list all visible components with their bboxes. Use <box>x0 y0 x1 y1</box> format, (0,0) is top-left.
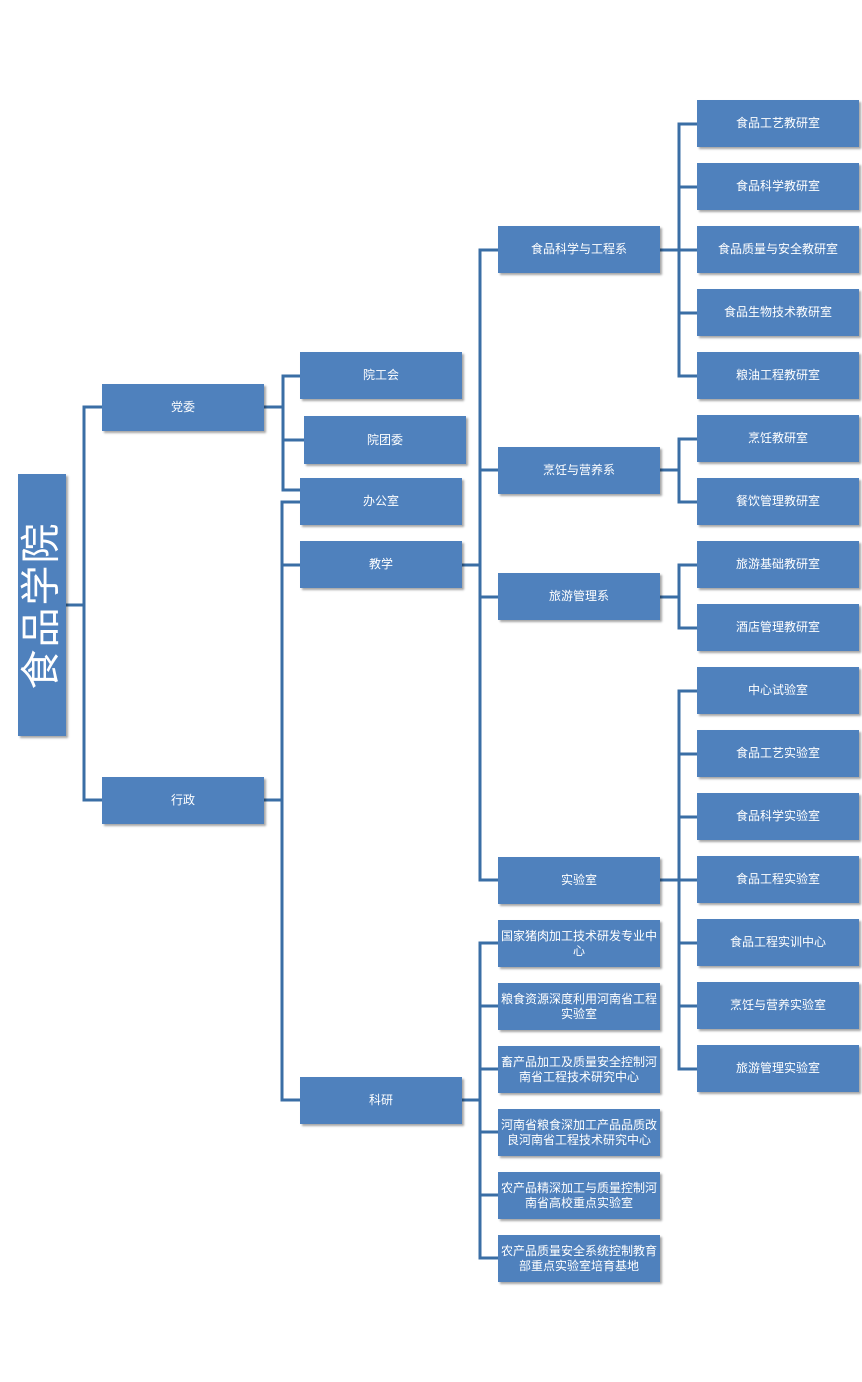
lab-room: 食品工程实验室 <box>697 856 859 903</box>
office-node: 办公室 <box>300 478 462 525</box>
lab-room: 食品工程实训中心 <box>697 919 859 966</box>
research-center: 农产品精深加工与质量控制河南省高校重点实验室 <box>498 1172 660 1219</box>
union-node: 院工会 <box>300 352 462 399</box>
research-center: 粮食资源深度利用河南省工程实验室 <box>498 983 660 1030</box>
lab-room: 烹饪与营养实验室 <box>697 982 859 1029</box>
research-node: 科研 <box>300 1077 462 1124</box>
teaching-room-cooking: 烹饪教研室 <box>697 415 859 462</box>
lab-room: 食品工艺实验室 <box>697 730 859 777</box>
root-label: 食品学院 <box>18 521 65 689</box>
teaching-node: 教学 <box>300 541 462 588</box>
research-center: 国家猪肉加工技术研发专业中心 <box>498 920 660 967</box>
dept-tourism: 旅游管理系 <box>498 573 660 620</box>
lab-room: 食品科学实验室 <box>697 793 859 840</box>
dept-cooking: 烹饪与营养系 <box>498 447 660 494</box>
teaching-room-food-science: 食品生物技术教研室 <box>697 289 859 336</box>
teaching-room-tourism: 旅游基础教研室 <box>697 541 859 588</box>
teaching-room-food-science: 食品科学教研室 <box>697 163 859 210</box>
dept-food-science: 食品科学与工程系 <box>498 226 660 273</box>
youth-node: 院团委 <box>304 416 466 464</box>
teaching-room-tourism: 酒店管理教研室 <box>697 604 859 651</box>
lab-room: 中心试验室 <box>697 667 859 714</box>
dept-lab: 实验室 <box>498 857 660 904</box>
teaching-room-cooking: 餐饮管理教研室 <box>697 478 859 525</box>
root-node: 食品学院 <box>18 474 66 736</box>
research-center: 畜产品加工及质量安全控制河南省工程技术研究中心 <box>498 1046 660 1093</box>
research-center: 河南省粮食深加工产品品质改良河南省工程技术研究中心 <box>498 1109 660 1156</box>
admin-node: 行政 <box>102 777 264 824</box>
teaching-room-food-science: 食品质量与安全教研室 <box>697 226 859 273</box>
lab-room: 旅游管理实验室 <box>697 1045 859 1092</box>
research-center: 农产品质量安全系统控制教育部重点实验室培育基地 <box>498 1235 660 1282</box>
teaching-room-food-science: 粮油工程教研室 <box>697 352 859 399</box>
teaching-room-food-science: 食品工艺教研室 <box>697 100 859 147</box>
party-node: 党委 <box>102 384 264 431</box>
